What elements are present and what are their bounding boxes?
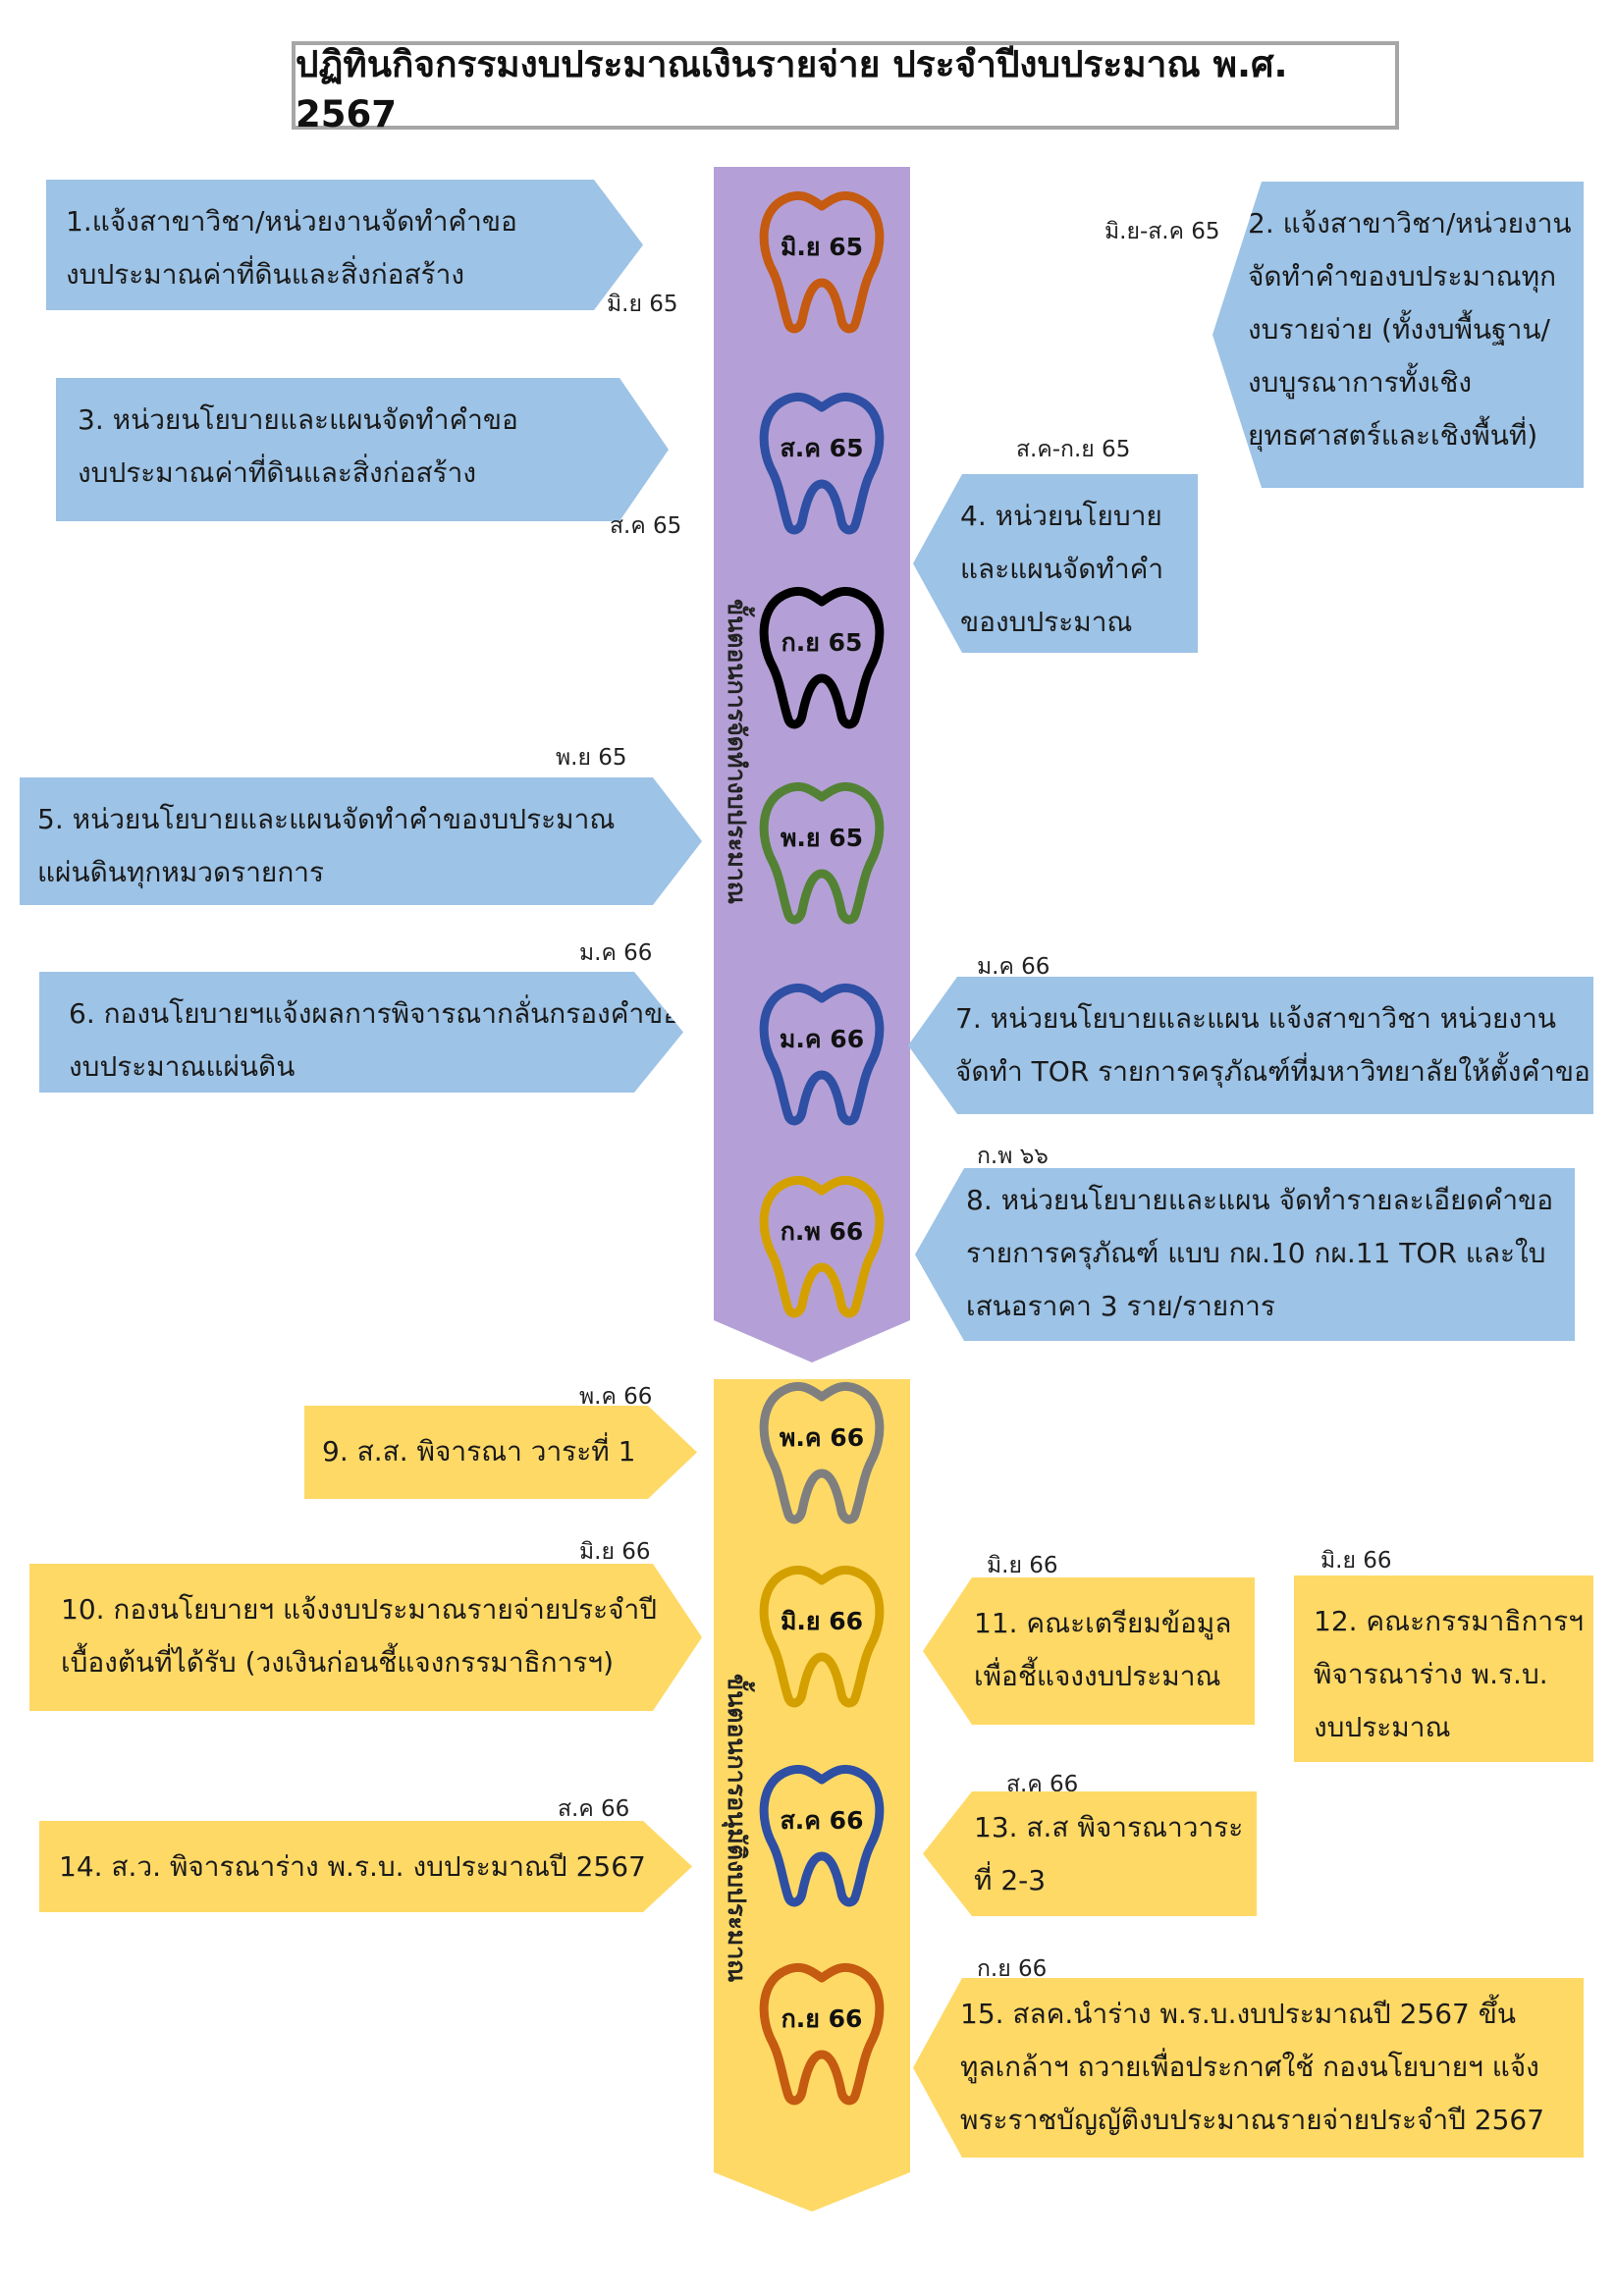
tooth-month-label: ก.พ 66 <box>780 1217 864 1246</box>
tooth-month-label: พ.ย 65 <box>780 824 864 852</box>
tooth-icon: ก.ย 65 <box>753 582 890 729</box>
step-3-date: ส.ค 65 <box>610 513 682 539</box>
step-text-line: 8. หน่วยนโยบายและแผน จัดทำรายละเอียดคำขอ <box>966 1184 1554 1216</box>
tooth-month-label: มิ.ย 66 <box>780 1607 864 1635</box>
tooth-icon: มิ.ย 65 <box>753 187 890 334</box>
step-1-box: 1.แจ้งสาขาวิชา/หน่วยงานจัดทำคำขอ งบประมา… <box>46 180 643 310</box>
step-11-date: มิ.ย 66 <box>987 1553 1058 1578</box>
step-6-date: ม.ค 66 <box>579 940 653 966</box>
step-15-box: 15. สลค.นำร่าง พ.ร.บ.งบประมาณปี 2567 ขึ้… <box>913 1978 1584 2158</box>
step-text-line: แผ่นดินทุกหมวดรายการ <box>37 856 325 888</box>
step-10-date: มิ.ย 66 <box>579 1539 651 1565</box>
step-12-date: มิ.ย 66 <box>1320 1548 1392 1574</box>
step-text-line: งบประมาณแผ่นดิน <box>69 1050 296 1083</box>
step-text-line: งบรายจ่าย (ทั้งงบพื้นฐาน/ <box>1248 313 1550 346</box>
step-9-date: พ.ค 66 <box>579 1384 653 1410</box>
step-text-line: 13. ส.ส พิจารณาวาระ <box>974 1811 1244 1843</box>
step-10-box: 10. กองนโยบายฯ แจ้งงบประมาณรายจ่ายประจำป… <box>29 1564 702 1711</box>
step-4-box: 4. หน่วยนโยบาย และแผนจัดทำคำ ของบประมาณ <box>913 474 1198 653</box>
tooth-icon: มิ.ย 66 <box>753 1561 890 1708</box>
step-text-line: ที่ 2-3 <box>974 1864 1047 1896</box>
step-text-line: จัดทำคำของบประมาณทุก <box>1248 260 1557 293</box>
tooth-icon: ส.ค 65 <box>753 388 890 535</box>
step-2-box: 2. แจ้งสาขาวิชา/หน่วยงาน จัดทำคำของบประม… <box>1212 182 1584 488</box>
tooth-icon: พ.ย 65 <box>753 777 890 925</box>
preparation-phase-arrow <box>714 167 910 1362</box>
step-text-line: ทูลเกล้าฯ ถวายเพื่อประกาศใช้ กองนโยบายฯ … <box>960 2051 1539 2083</box>
step-text-line: พระราชบัญญัติงบประมาณรายจ่ายประจำปี 2567 <box>960 2104 1545 2136</box>
step-6-box: 6. กองนโยบายฯแจ้งผลการพิจารณากลั่นกรองคำ… <box>39 972 683 1093</box>
tooth-icon: ส.ค 66 <box>753 1760 890 1907</box>
step-text-line: งบประมาณค่าที่ดินและสิ่งก่อสร้าง <box>78 456 476 489</box>
tooth-month-label: ส.ค 66 <box>780 1806 864 1835</box>
tooth-month-label: ก.ย 66 <box>781 2004 863 2033</box>
step-12-box: 12. คณะกรรมาธิการฯ พิจารณาร่าง พ.ร.บ. งบ… <box>1294 1575 1593 1762</box>
tooth-month-label: ม.ค 66 <box>779 1025 865 1053</box>
step-text-line: พิจารณาร่าง พ.ร.บ. <box>1314 1658 1548 1690</box>
step-text-line: เสนอราคา 3 ราย/รายการ <box>966 1290 1275 1322</box>
step-8-date: ก.พ ๖๖ <box>977 1144 1049 1169</box>
tooth-month-label: พ.ค 66 <box>779 1423 865 1452</box>
step-text-line: งบบูรณาการทั้งเชิง <box>1248 366 1473 399</box>
step-text-line: 6. กองนโยบายฯแจ้งผลการพิจารณากลั่นกรองคำ… <box>69 997 680 1030</box>
step-9-box: 9. ส.ส. พิจารณา วาระที่ 1 <box>304 1406 697 1499</box>
step-text-line: 5. หน่วยนโยบายและแผนจัดทำคำของบประมาณ <box>37 803 616 835</box>
step-text-line: ยุทธศาสตร์และเชิงพื้นที่) <box>1248 419 1538 452</box>
preparation-phase-label: ขั้นตอนการจัดทำงบประมาณ <box>723 599 751 905</box>
step-5-date: พ.ย 65 <box>556 745 627 771</box>
step-7-date: ม.ค 66 <box>977 954 1050 980</box>
tooth-month-label: ก.ย 65 <box>781 628 863 657</box>
step-15-date: ก.ย 66 <box>977 1956 1048 1982</box>
step-text-line: และแผนจัดทำคำ <box>960 553 1164 585</box>
step-3-box: 3. หน่วยนโยบายและแผนจัดทำคำขอ งบประมาณค่… <box>56 378 669 521</box>
step-5-box: 5. หน่วยนโยบายและแผนจัดทำคำของบประมาณ แผ… <box>20 777 702 905</box>
step-1-date: มิ.ย 65 <box>607 292 678 317</box>
preparation-phase-shape <box>714 167 910 1362</box>
step-text-line: เบื้องต้นที่ได้รับ (วงเงินก่อนชี้แจงกรรม… <box>61 1646 614 1679</box>
tooth-month-label: มิ.ย 65 <box>780 233 864 261</box>
tooth-icon: ก.ย 66 <box>753 1958 890 2106</box>
step-text-line: งบประมาณ <box>1314 1711 1451 1743</box>
step-text-line: งบประมาณค่าที่ดินและสิ่งก่อสร้าง <box>66 258 464 291</box>
step-text-line: รายการครุภัณฑ์ แบบ กผ.10 กผ.11 TOR และใบ <box>966 1237 1546 1269</box>
step-text-line: 1.แจ้งสาขาวิชา/หน่วยงานจัดทำคำขอ <box>66 205 517 238</box>
step-7-box: 7. หน่วยนโยบายและแผน แจ้งสาขาวิชา หน่วยง… <box>908 977 1593 1114</box>
step-13-box: 13. ส.ส พิจารณาวาระ ที่ 2-3 <box>923 1791 1257 1916</box>
approval-phase-label: ขั้นตอนการอนุมัติงบประมาณ <box>723 1674 751 1983</box>
step-text-line: 2. แจ้งสาขาวิชา/หน่วยงาน <box>1248 207 1572 240</box>
step-text-line: 4. หน่วยนโยบาย <box>960 500 1162 532</box>
step-text-line: จัดทำ TOR รายการครุภัณฑ์ที่มหาวิทยาลัยให… <box>955 1055 1590 1088</box>
step-4-date: ส.ค-ก.ย 65 <box>1016 437 1131 462</box>
step-14-date: ส.ค 66 <box>558 1796 630 1822</box>
step-14-box: 14. ส.ว. พิจารณาร่าง พ.ร.บ. งบประมาณปี 2… <box>39 1821 692 1912</box>
step-text-line: 15. สลค.นำร่าง พ.ร.บ.งบประมาณปี 2567 ขึ้… <box>960 1998 1517 2030</box>
step-text-line: 11. คณะเตรียมข้อมูล <box>974 1607 1232 1639</box>
tooth-icon: ก.พ 66 <box>753 1171 890 1318</box>
step-8-box: 8. หน่วยนโยบายและแผน จัดทำรายละเอียดคำขอ… <box>915 1168 1575 1341</box>
step-text-line: ของบประมาณ <box>960 606 1133 638</box>
tooth-month-label: ส.ค 65 <box>780 434 864 462</box>
step-text-line: 3. หน่วยนโยบายและแผนจัดทำคำขอ <box>78 403 518 436</box>
step-text-line: 12. คณะกรรมาธิการฯ <box>1314 1605 1584 1637</box>
step-11-box: 11. คณะเตรียมข้อมูล เพื่อชี้แจงงบประมาณ <box>923 1577 1255 1725</box>
step-text-line: 14. ส.ว. พิจารณาร่าง พ.ร.บ. งบประมาณปี 2… <box>59 1850 646 1883</box>
step-text-line: 9. ส.ส. พิจารณา วาระที่ 1 <box>322 1435 636 1468</box>
step-text-line: 10. กองนโยบายฯ แจ้งงบประมาณรายจ่ายประจำป… <box>61 1593 658 1626</box>
page-title: ปฏิทินกิจกรรมงบประมาณเงินรายจ่าย ประจำปี… <box>292 41 1399 135</box>
step-text-line: 7. หน่วยนโยบายและแผน แจ้งสาขาวิชา หน่วยง… <box>955 1002 1556 1035</box>
tooth-icon: ม.ค 66 <box>753 979 890 1126</box>
step-text-line: เพื่อชี้แจงงบประมาณ <box>974 1660 1221 1692</box>
tooth-icon: พ.ค 66 <box>753 1377 890 1524</box>
step-2-date: มิ.ย-ส.ค 65 <box>1104 219 1220 244</box>
